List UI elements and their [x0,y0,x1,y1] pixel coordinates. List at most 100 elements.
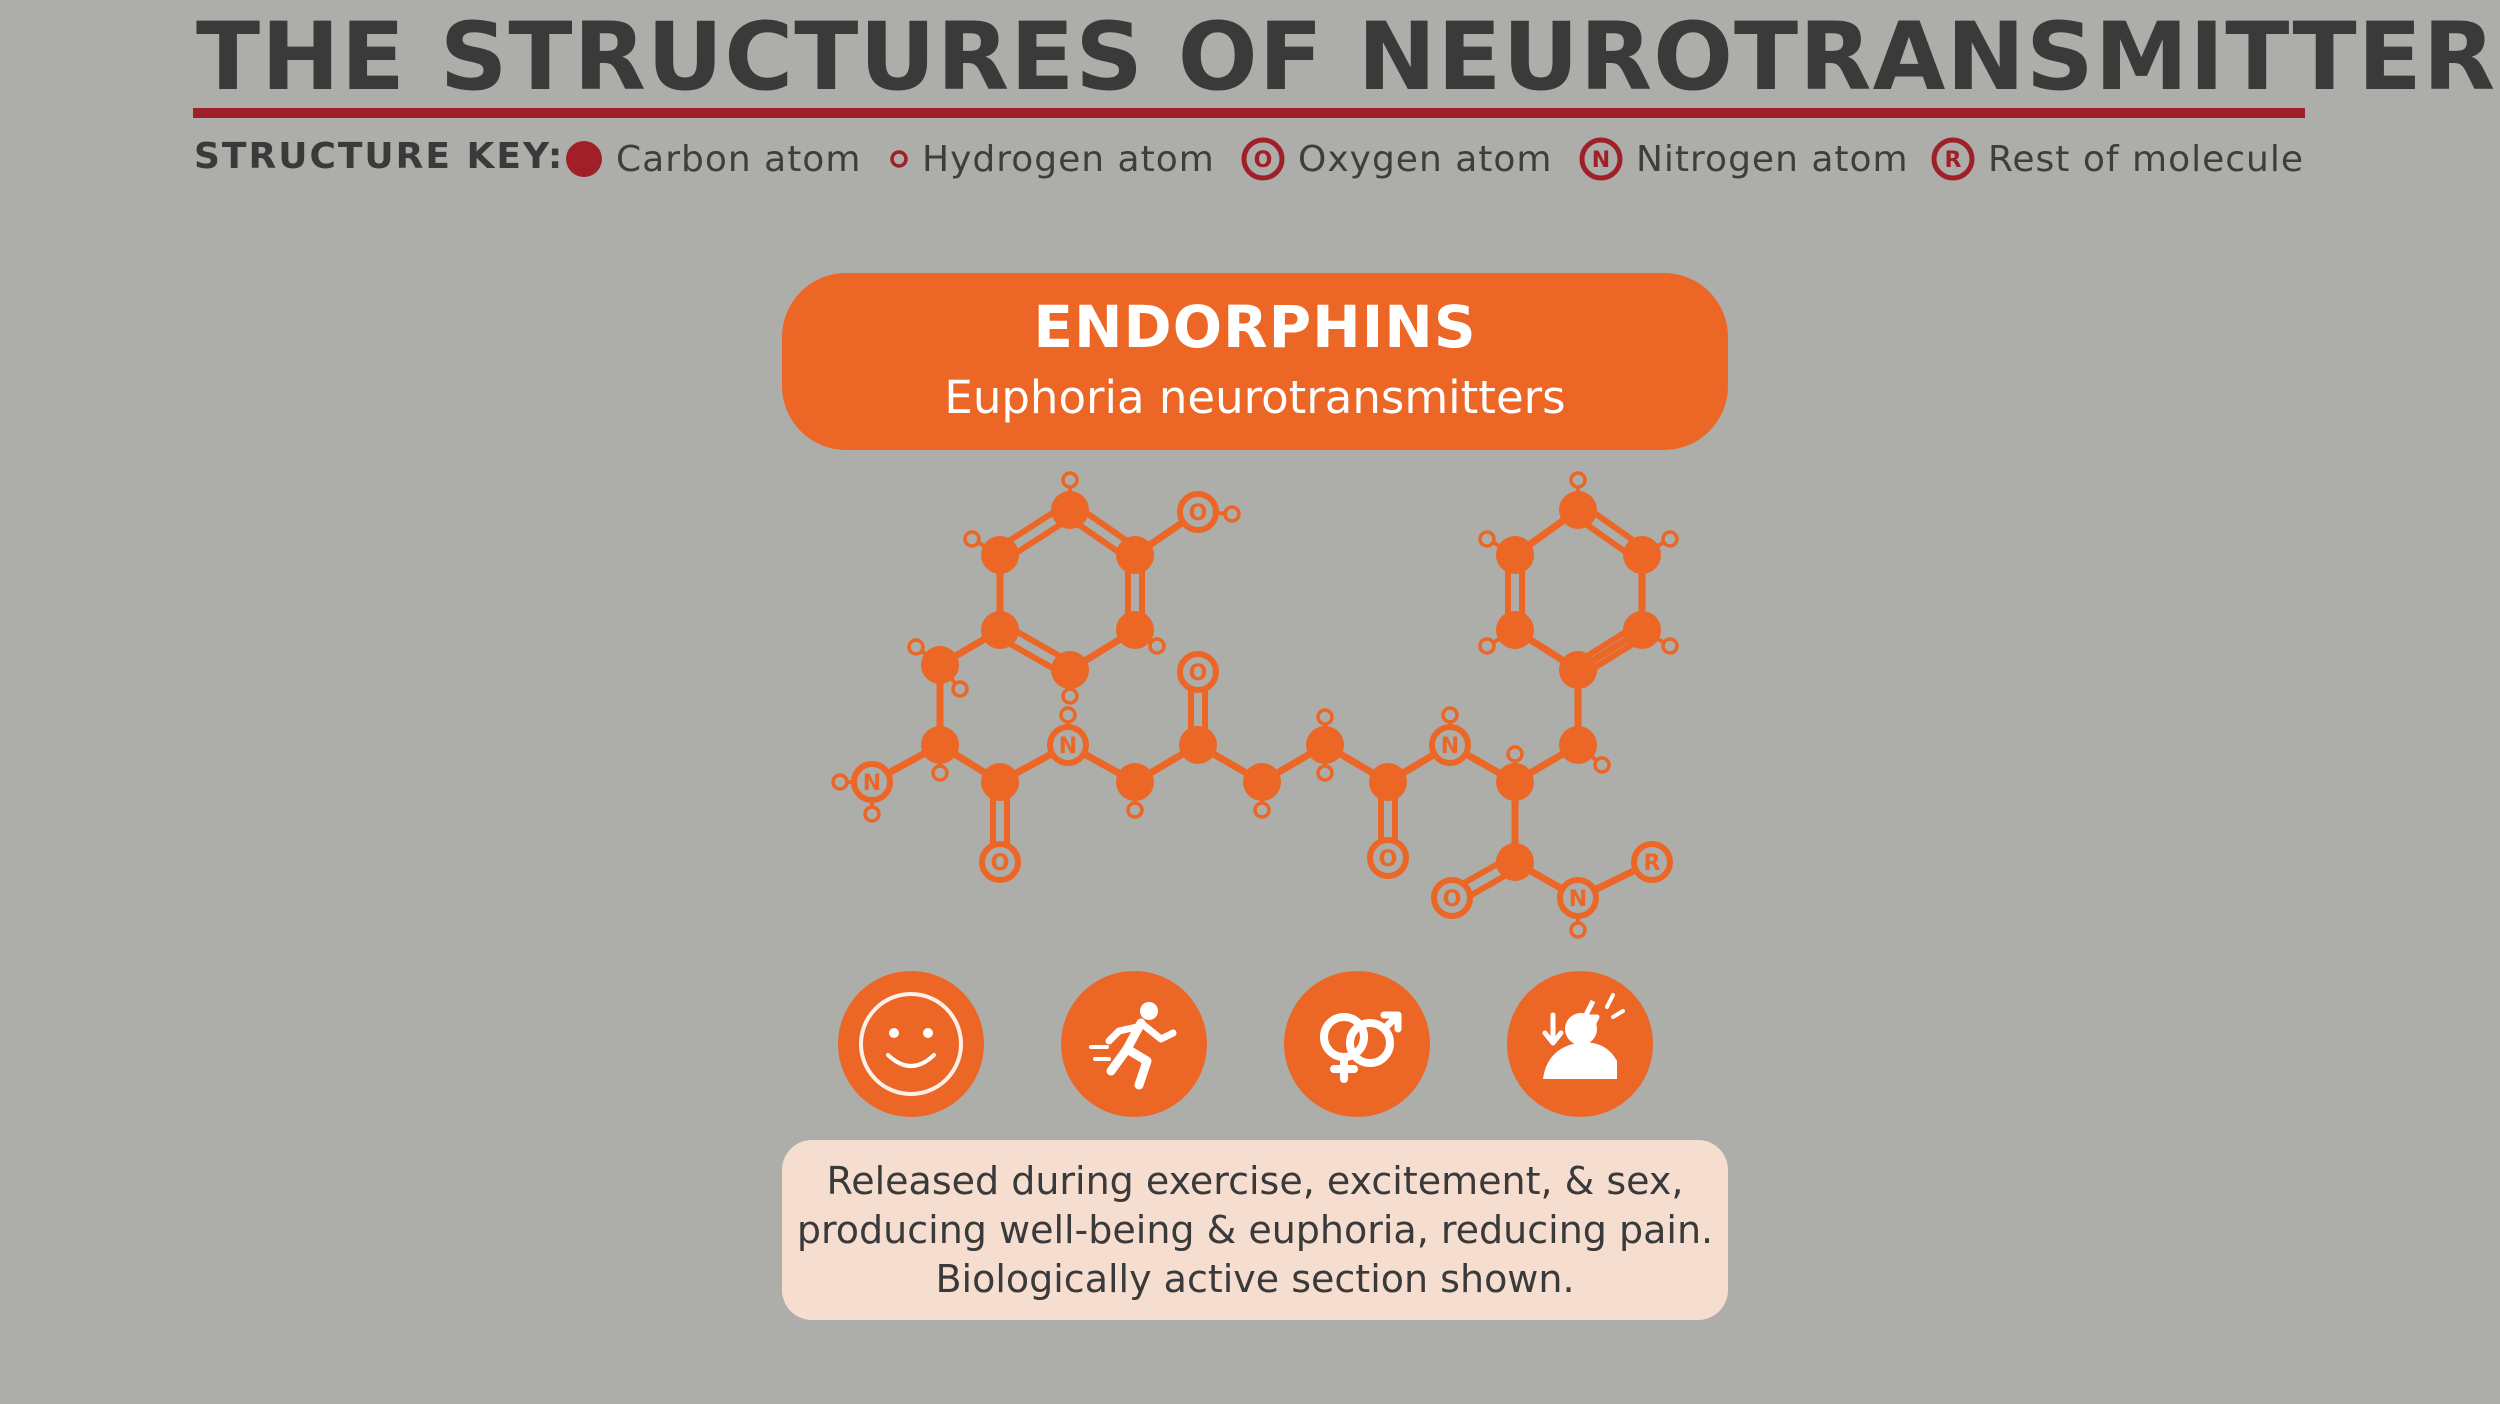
carbon-atom [1116,536,1154,574]
hydrogen-atom [831,773,849,791]
rest-of-molecule-atom-label: R [1644,851,1661,876]
carbon-atom [1116,611,1154,649]
carbon-atom [1243,763,1281,801]
title-underline [193,108,2305,118]
page-title: THE STRUCTURES OF NEUROTRANSMITTERS [196,3,2500,112]
hydrogen-atom [1506,745,1524,763]
key-nitrogen-label: Nitrogen atom [1636,138,1909,180]
hydrogen-atom [907,638,925,656]
nitrogen-atom-label: N [863,771,881,796]
hydrogen-atom [1059,706,1077,724]
carbon-atom [921,726,959,764]
nitrogen-atom [1557,877,1599,919]
hydrogen-atom [1223,505,1241,523]
rest-of-molecule-atom [1631,841,1673,883]
oxygen-atom-label: O [1189,661,1208,686]
structure-key: STRUCTURE KEY: Carbon atom Hydrogen atom… [194,132,2306,186]
nitrogen-atom-label: N [1059,734,1077,759]
nitrogen-atom [1429,724,1471,766]
carbon-atom-icon [566,141,602,177]
description-box: Released during exercise, excitement, & … [782,1140,1728,1320]
carbon-atom [981,536,1019,574]
carbon-atom [1496,611,1534,649]
carbon-atom [1369,763,1407,801]
hydrogen-atom [1441,706,1459,724]
carbon-atom [1116,763,1154,801]
hydrogen-atom [1569,471,1587,489]
hydrogen-atom [931,764,949,782]
carbon-atom [921,646,959,684]
nitrogen-key-symbol: N [1592,148,1610,173]
rest-of-molecule-icon: R [1931,137,1975,181]
hydrogen-atom [863,805,881,823]
hydrogen-atom [1316,708,1334,726]
hydrogen-atom [1061,471,1079,489]
pain-relief-icon [1507,971,1653,1117]
structure-key-label: STRUCTURE KEY: [194,136,565,177]
key-oxygen: O Oxygen atom [1240,136,1552,182]
oxygen-atom [1367,837,1409,879]
oxygen-atom [1177,491,1219,533]
hydrogen-atom [1148,637,1166,655]
key-carbon-label: Carbon atom [616,138,862,180]
oxygen-atom [1177,651,1219,693]
carbon-atom [1623,611,1661,649]
smiley-face-icon [838,971,984,1117]
carbon-atom [1179,726,1217,764]
carbon-atom [1051,651,1089,689]
oxygen-atom [1431,877,1473,919]
hydrogen-atom-icon [890,150,908,168]
carbon-atom [1496,536,1534,574]
hydrogen-atom [1253,801,1271,819]
carbon-atom [1559,726,1597,764]
carbon-atom [1051,491,1089,529]
oxygen-atom [979,841,1021,883]
nitrogen-atom-icon: N [1579,137,1623,181]
oxygen-atom-icon: O [1241,137,1285,181]
nitrogen-atom [851,761,893,803]
hydrogen-atom [1593,756,1611,774]
key-nitrogen: N Nitrogen atom [1578,136,1909,182]
carbon-atom [1306,726,1344,764]
key-rest-label: Rest of molecule [1988,138,2305,180]
hydrogen-atom [1061,687,1079,705]
nitrogen-atom-label: N [1441,734,1459,759]
carbon-atom [1623,536,1661,574]
key-hydrogen-label: Hydrogen atom [922,138,1215,180]
carbon-atom [1559,651,1597,689]
endorphins-header: ENDORPHINS Euphoria neurotransmitters [782,273,1728,450]
carbon-atom [1496,843,1534,881]
description-text: Released during exercise, excitement, & … [796,1158,1714,1301]
oxygen-key-symbol: O [1254,148,1273,173]
oxygen-atom-label: O [1379,847,1398,872]
hydrogen-atom [1126,801,1144,819]
key-oxygen-label: Oxygen atom [1298,138,1553,180]
molecule-bonds [840,480,1671,930]
key-hydrogen: Hydrogen atom [888,136,1215,182]
hydrogen-atom [1569,921,1587,939]
hydrogen-atom [963,530,981,548]
key-rest: R Rest of molecule [1930,136,2304,182]
carbon-atom [1496,763,1534,801]
oxygen-atom-label: O [991,851,1010,876]
hydrogen-atom [1661,530,1679,548]
hydrogen-atom [951,680,969,698]
rest-key-symbol: R [1945,148,1962,173]
oxygen-atom-label: O [1443,887,1462,912]
carbon-atom [1559,491,1597,529]
nitrogen-atom [1047,724,1089,766]
carbon-atom [981,611,1019,649]
card-subtitle: Euphoria neurotransmitters [944,371,1566,424]
hydrogen-atom [1478,637,1496,655]
oxygen-atom-label: O [1189,501,1208,526]
hydrogen-atom [1478,530,1496,548]
hydrogen-atom [1316,764,1334,782]
carbon-atom [981,763,1019,801]
key-carbon: Carbon atom [564,136,861,182]
hydrogen-atom [1661,637,1679,655]
running-person-icon [1061,971,1207,1117]
gender-symbols-icon [1284,971,1430,1117]
card-title: ENDORPHINS [1033,293,1477,361]
